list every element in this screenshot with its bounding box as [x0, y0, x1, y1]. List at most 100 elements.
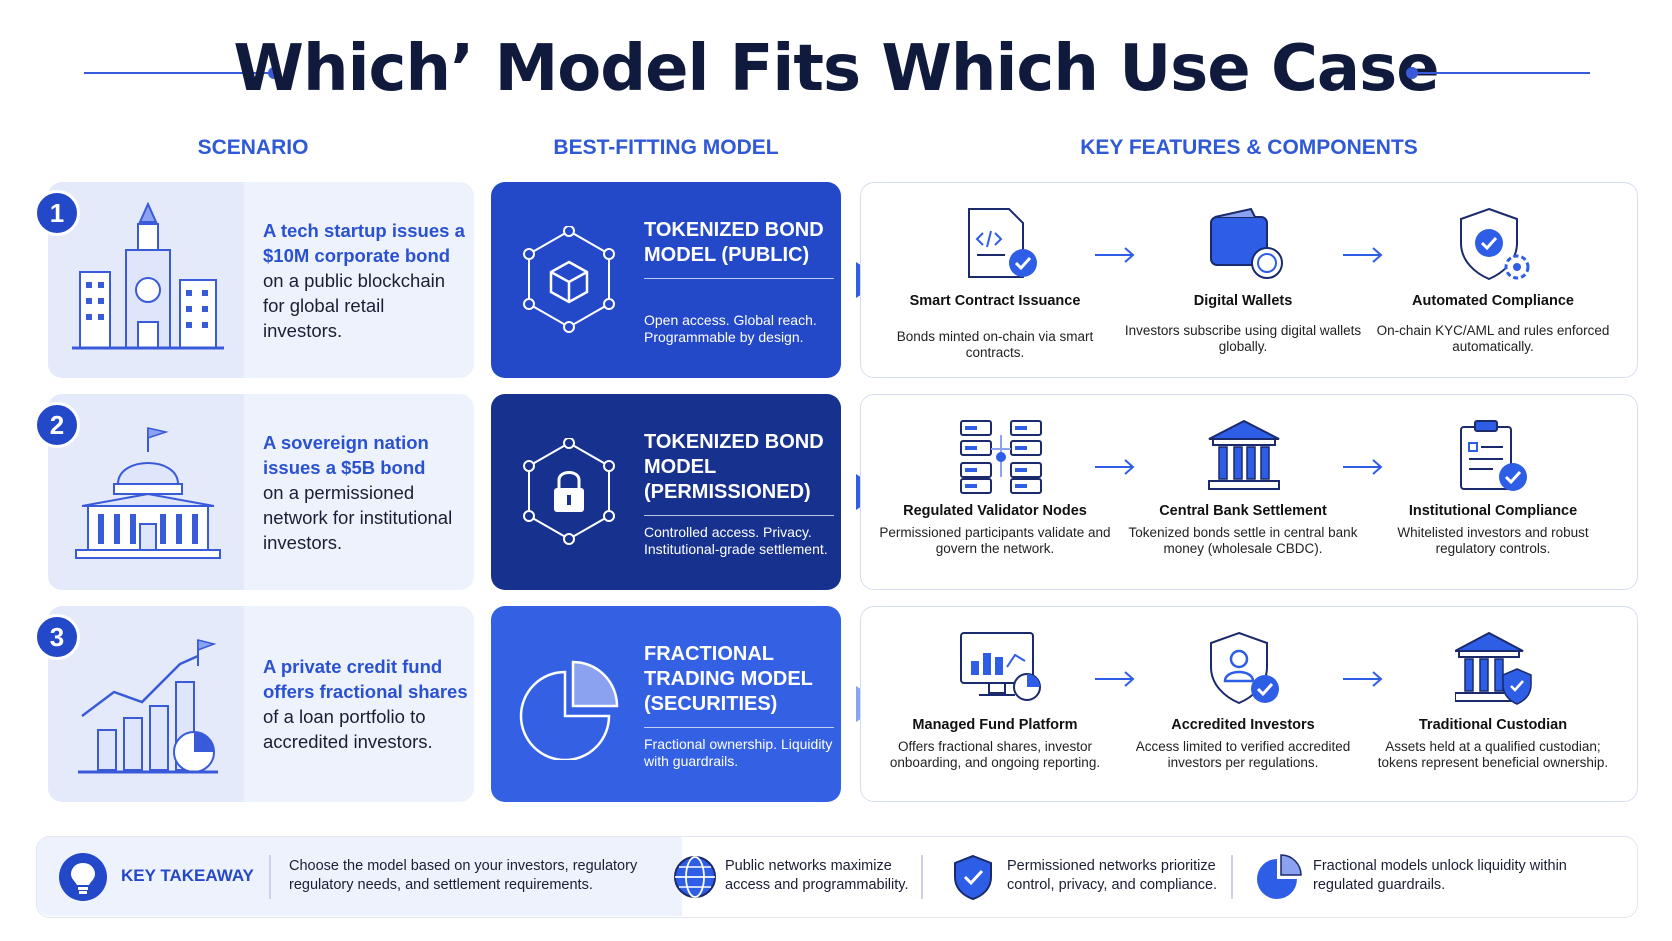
feature-description: On-chain KYC/AML and rules enforced auto…	[1376, 323, 1610, 354]
network-lock-icon	[523, 438, 615, 545]
scenario-highlight: A private credit fund offers fractional …	[263, 656, 468, 702]
scenario-text: A sovereign nation issues a $5B bond on …	[263, 394, 468, 590]
divider	[921, 855, 923, 899]
scenario-card: A private credit fund offers fractional …	[48, 606, 474, 802]
use-case-row-2: 2 A sovereign nation issues a $5B bond	[0, 394, 1672, 590]
validator-nodes-icon	[960, 420, 1042, 494]
takeaway-point: Public networks maximize access and prog…	[725, 858, 909, 893]
feature-item: Accredited Investors Access limited to v…	[1123, 607, 1363, 803]
wallet-icon	[1210, 207, 1283, 279]
custodian-bank-icon	[1455, 631, 1532, 705]
model-name: TOKENIZED BOND MODEL (PERMISSIONED)	[644, 430, 834, 516]
clipboard-check-icon	[1460, 420, 1527, 491]
takeaway-main: KEY TAKEAWAY Choose the model based on y…	[37, 837, 682, 916]
user-shield-check-icon	[1210, 631, 1279, 705]
feature-title: Digital Wallets	[1193, 293, 1293, 309]
model-name: FRACTIONAL TRADING MODEL (SECURITIES)	[644, 642, 834, 728]
scenario-detail: on a public blockchain for global retail…	[263, 269, 446, 341]
arrow-right-icon	[1095, 247, 1135, 263]
scenario-text: A tech startup issues a $10M corporate b…	[263, 182, 468, 378]
feature-item: Digital Wallets Investors subscribe usin…	[1123, 183, 1363, 379]
globe-icon	[674, 856, 716, 898]
feature-description: Access limited to verified accredited in…	[1135, 739, 1351, 770]
takeaway-main-text: Choose the model based on your investors…	[289, 858, 638, 893]
arrow-right-icon	[1095, 459, 1135, 475]
scenario-detail: on a permissioned network for institutio…	[263, 481, 453, 553]
feature-description: Whitelisted investors and robust regulat…	[1397, 525, 1589, 556]
scenario-detail: of a loan portfolio to accredited invest…	[263, 706, 433, 752]
shield-gear-icon	[1460, 207, 1530, 281]
pie-chart-icon	[519, 660, 619, 760]
city-buildings-illustration	[48, 182, 244, 378]
model-name: TOKENIZED BOND MODEL (PUBLIC)	[644, 218, 834, 279]
model-description: Open access. Global reach. Programmable …	[644, 312, 817, 345]
arrow-right-icon	[1343, 459, 1383, 475]
scenario-card: A sovereign nation issues a $5B bond on …	[48, 394, 474, 590]
divider	[269, 855, 271, 899]
model-card-public: TOKENIZED BOND MODEL (PUBLIC) Open acces…	[491, 182, 841, 378]
title-bar: Which’ Model Fits Which Use Case	[0, 22, 1672, 118]
takeaway-point: Permissioned networks prioritize control…	[1007, 858, 1218, 893]
network-cube-icon	[523, 226, 615, 333]
row-number-badge: 2	[34, 402, 80, 448]
features-panel: Managed Fund Platform Offers fractional …	[860, 606, 1638, 802]
pie-icon	[1257, 854, 1302, 899]
takeaway-label: KEY TAKEAWAY	[121, 866, 254, 885]
feature-title: Automated Compliance	[1412, 293, 1574, 309]
code-document-check-icon	[968, 208, 1037, 278]
feature-title: Central Bank Settlement	[1159, 503, 1327, 519]
bank-icon	[1208, 419, 1280, 490]
column-header-model: BEST-FITTING MODEL	[553, 136, 779, 159]
model-card-permissioned: TOKENIZED BOND MODEL (PERMISSIONED) Cont…	[491, 394, 841, 590]
feature-item: Institutional Compliance Whitelisted inv…	[1373, 395, 1613, 591]
feature-item: Regulated Validator Nodes Permissioned p…	[875, 395, 1115, 591]
feature-item: Traditional Custodian Assets held at a q…	[1373, 607, 1613, 803]
key-takeaway-bar: KEY TAKEAWAY Choose the model based on y…	[36, 836, 1638, 918]
title-rule-left	[84, 72, 274, 74]
feature-title: Accredited Investors	[1171, 717, 1315, 733]
feature-item: Managed Fund Platform Offers fractional …	[875, 607, 1115, 803]
scenario-highlight: A sovereign nation issues a $5B bond	[263, 431, 429, 478]
scenario-text: A private credit fund offers fractional …	[263, 606, 468, 802]
features-panel: Smart Contract Issuance Bonds minted on-…	[860, 182, 1638, 378]
government-building-illustration	[48, 394, 244, 590]
shield-icon	[954, 854, 992, 901]
arrow-right-icon	[1343, 247, 1383, 263]
page-title: Which’ Model Fits Which Use Case	[233, 32, 1439, 106]
arrow-right-icon	[1095, 671, 1135, 687]
feature-item: Central Bank Settlement Tokenized bonds …	[1123, 395, 1363, 591]
monitor-chart-icon	[960, 632, 1041, 701]
title-rule-right	[1412, 72, 1590, 74]
row-number-badge: 1	[34, 190, 80, 236]
use-case-row-1: 1 A te	[0, 182, 1672, 378]
feature-description: Permissioned participants validate and g…	[879, 525, 1111, 556]
lightbulb-icon	[59, 853, 107, 901]
takeaway-point: Fractional models unlock liquidity withi…	[1313, 858, 1567, 893]
scenario-highlight: A tech startup issues a $10M corporate b…	[263, 219, 465, 266]
growth-chart-illustration	[48, 606, 244, 802]
model-description: Controlled access. Privacy. Institutiona…	[644, 524, 828, 557]
title-dot-left	[268, 67, 280, 79]
feature-description: Offers fractional shares, investor onboa…	[889, 739, 1101, 770]
model-description: Fractional ownership. Liquidity with gua…	[644, 736, 833, 769]
feature-description: Investors subscribe using digital wallet…	[1124, 323, 1362, 354]
arrow-right-icon	[1343, 671, 1383, 687]
divider	[1231, 855, 1233, 899]
column-header-scenario: SCENARIO	[197, 136, 309, 159]
feature-title: Institutional Compliance	[1408, 503, 1578, 519]
feature-title: Smart Contract Issuance	[909, 293, 1081, 309]
row-number-badge: 3	[34, 614, 80, 660]
feature-description: Bonds minted on-chain via smart contract…	[896, 329, 1094, 360]
feature-description: Assets held at a qualified custodian; to…	[1377, 739, 1609, 770]
feature-title: Regulated Validator Nodes	[903, 503, 1087, 519]
column-header-features: KEY FEATURES & COMPONENTS	[1080, 136, 1418, 159]
feature-description: Tokenized bonds settle in central bank m…	[1128, 525, 1358, 556]
feature-title: Managed Fund Platform	[912, 717, 1078, 733]
use-case-row-3: 3 A private credit fund offers fractiona…	[0, 606, 1672, 802]
feature-item: Smart Contract Issuance Bonds minted on-…	[875, 183, 1115, 379]
scenario-card: A tech startup issues a $10M corporate b…	[48, 182, 474, 378]
feature-title: Traditional Custodian	[1418, 717, 1568, 733]
feature-item: Automated Compliance On-chain KYC/AML an…	[1373, 183, 1613, 379]
features-panel: Regulated Validator Nodes Permissioned p…	[860, 394, 1638, 590]
model-card-fractional: FRACTIONAL TRADING MODEL (SECURITIES) Fr…	[491, 606, 841, 802]
